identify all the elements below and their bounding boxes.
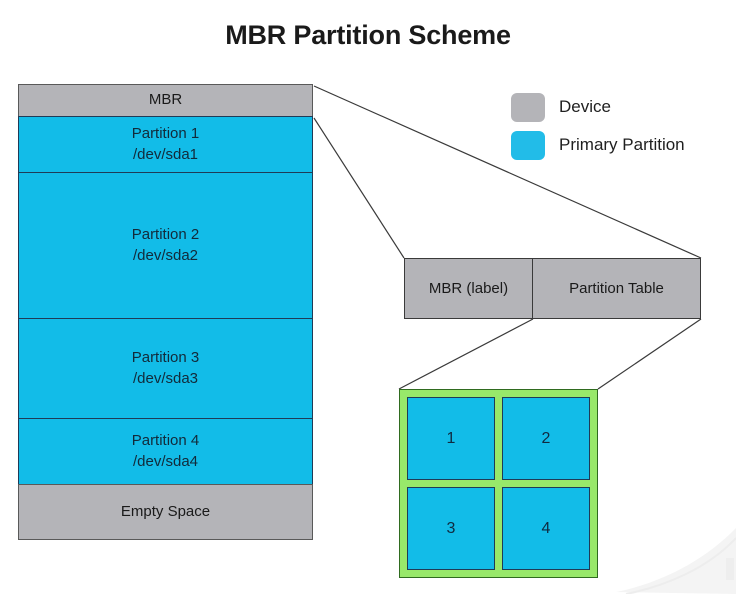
partition-table-entry-1[interactable]: 1 bbox=[407, 397, 495, 480]
legend-swatch-device-icon bbox=[511, 92, 545, 122]
disk-block-device-path: /dev/sda2 bbox=[132, 246, 199, 264]
disk-block-partition2[interactable]: Partition 2 /dev/sda2 bbox=[18, 172, 313, 319]
partition-table-entry-label: 2 bbox=[541, 429, 551, 447]
disk-block-partition4[interactable]: Partition 4 /dev/sda4 bbox=[18, 418, 313, 485]
partition-table-grid: 1 2 3 4 bbox=[399, 389, 598, 578]
partition-table-entry-label: 4 bbox=[541, 519, 551, 537]
legend-item-device: Device bbox=[511, 88, 685, 126]
partition-table-entry-label: 3 bbox=[446, 519, 456, 537]
partition-table-entry-4[interactable]: 4 bbox=[502, 487, 590, 570]
disk-block-label: Partition 2 bbox=[131, 226, 200, 244]
partition-table-text: Partition Table bbox=[569, 280, 664, 297]
partition-table-entry-3[interactable]: 3 bbox=[407, 487, 495, 570]
disk-block-empty-space[interactable]: Empty Space bbox=[18, 484, 313, 540]
disk-block-partition3[interactable]: Partition 3 /dev/sda3 bbox=[18, 318, 313, 419]
disk-block-device-path: /dev/sda3 bbox=[132, 369, 199, 387]
legend: Device Primary Partition bbox=[511, 88, 685, 164]
disk-block-partition1[interactable]: Partition 1 /dev/sda1 bbox=[18, 116, 313, 173]
partition-table-entry-label: 1 bbox=[446, 429, 456, 447]
disk-block-label: MBR bbox=[148, 91, 183, 109]
partition-table-entry-2[interactable]: 2 bbox=[502, 397, 590, 480]
disk-block-label: Empty Space bbox=[120, 502, 211, 520]
legend-label-primary-partition: Primary Partition bbox=[559, 135, 685, 154]
disk-block-device-path: /dev/sda4 bbox=[132, 452, 199, 470]
connector-ptable-to-grid-left bbox=[398, 318, 534, 390]
mbr-label-text: MBR (label) bbox=[428, 280, 509, 297]
disk-block-label: Partition 3 bbox=[131, 349, 200, 367]
disk-block-device-path: /dev/sda1 bbox=[132, 145, 199, 163]
legend-label-device: Device bbox=[559, 97, 611, 116]
page-title: MBR Partition Scheme bbox=[225, 20, 511, 50]
partition-table-cell[interactable]: Partition Table bbox=[532, 258, 701, 319]
legend-item-primary-partition: Primary Partition bbox=[511, 126, 685, 164]
disk-block-label: Partition 4 bbox=[131, 432, 200, 450]
disk-layout-column: MBR Partition 1 /dev/sda1 Partition 2 /d… bbox=[18, 84, 313, 540]
legend-swatch-primary-partition-icon bbox=[511, 130, 545, 160]
mbr-detail-box: MBR (label) Partition Table bbox=[404, 258, 701, 319]
disk-block-label: Partition 1 bbox=[131, 125, 200, 143]
connector-mbr-to-detail-bottom bbox=[313, 117, 405, 259]
disk-block-mbr[interactable]: MBR bbox=[18, 84, 313, 117]
connector-mbr-to-detail-top bbox=[313, 85, 702, 259]
connector-ptable-to-grid-right bbox=[597, 318, 702, 390]
mbr-label-cell[interactable]: MBR (label) bbox=[404, 258, 533, 319]
